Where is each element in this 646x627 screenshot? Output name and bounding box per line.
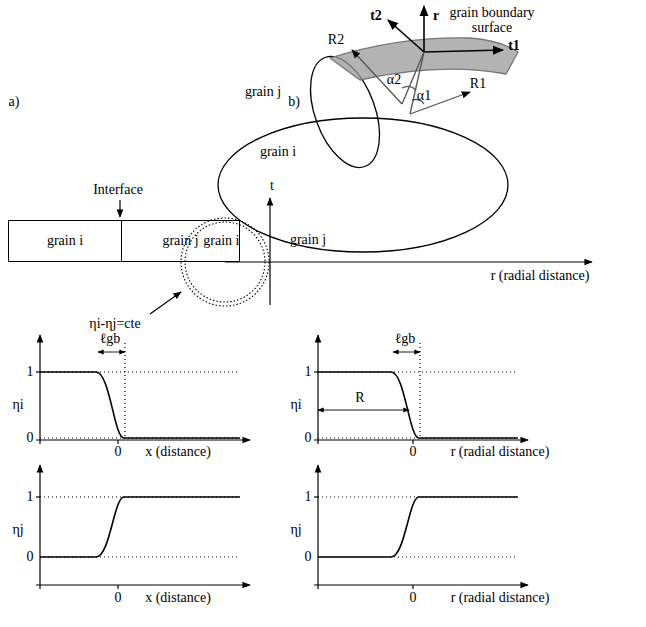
axis-label: t (270, 178, 274, 193)
radius-label: R2 (328, 32, 344, 47)
equation-label: ηi-ηj=cte (89, 316, 140, 331)
grain-label: grain j (290, 232, 326, 247)
axis-label: ηi (290, 397, 301, 412)
panel-label: b) (288, 94, 300, 109)
grain-name: grain i (47, 233, 83, 249)
tick-label: 0 (410, 444, 417, 459)
grain-circle: grain i (180, 217, 270, 307)
tick-label: 0 (115, 590, 122, 605)
vector-label: t1 (508, 38, 520, 53)
grain-label: grain j (245, 84, 281, 99)
axis-label: ηi (12, 397, 23, 412)
axis-label: ηj (12, 522, 23, 537)
angle-label: α1 (417, 88, 431, 103)
axis-label: x (distance) (145, 444, 211, 459)
tick-label: 1 (27, 364, 34, 379)
tick-label: 0 (305, 549, 312, 564)
tick-label: 0 (27, 549, 34, 564)
radius-label: R (355, 390, 364, 405)
radius-label: R1 (470, 76, 486, 91)
axis-label: r (radial distance) (451, 590, 550, 605)
angle-label: α2 (387, 72, 401, 87)
grain-outline (180, 217, 270, 307)
tick-label: 0 (27, 430, 34, 445)
tick-label: 1 (27, 489, 34, 504)
tick-label: 1 (305, 364, 312, 379)
axis-label: r (radial distance) (451, 444, 550, 459)
grain-label: grain i (260, 144, 296, 159)
axis-label: r (radial distance) (491, 268, 590, 283)
grain-3d-figure (218, 6, 518, 252)
interface-label: Interface (93, 182, 143, 197)
tick-label: 1 (305, 489, 312, 504)
tick-label: 0 (410, 590, 417, 605)
grain-box: grain i (8, 220, 122, 262)
width-label: ℓgb (395, 331, 416, 346)
vector-label: r (433, 8, 439, 23)
tick-label: 0 (305, 430, 312, 445)
axis-label: x (distance) (145, 590, 211, 605)
width-label: ℓgb (100, 331, 121, 346)
vector-label: t2 (370, 8, 382, 23)
boundary-label: grain boundary surface (436, 5, 548, 36)
axis-label: ηj (290, 522, 301, 537)
profile-plots (36, 335, 528, 589)
panel-label: a) (9, 94, 20, 109)
grain-name: grain j (162, 233, 198, 249)
tick-label: 0 (115, 444, 122, 459)
grain-name: grain i (203, 233, 239, 249)
